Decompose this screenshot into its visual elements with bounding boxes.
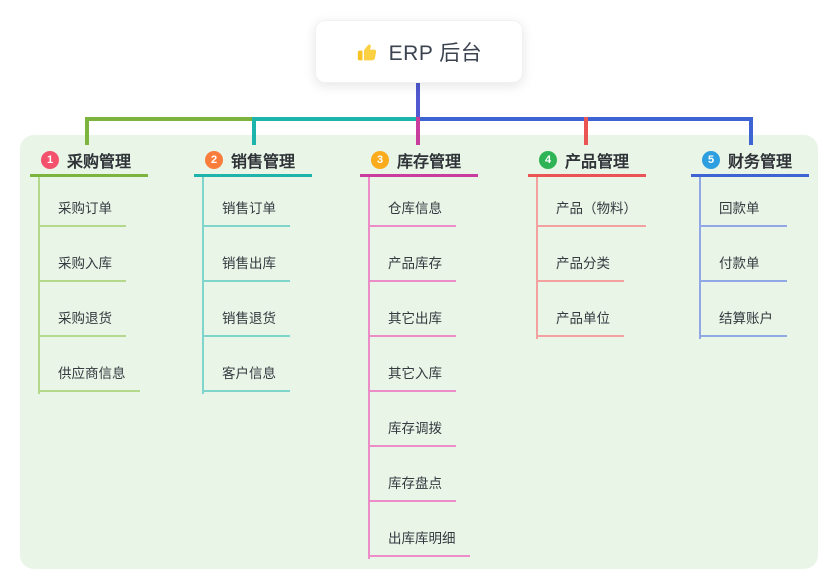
branch-sales: 2 销售管理 销售订单 销售出库 销售退货 客户信息 (194, 145, 312, 394)
child-node[interactable]: 出库库明细 (368, 502, 478, 557)
bus-line-green (85, 117, 253, 121)
branch-children: 回款单 付款单 结算账户 (699, 177, 809, 337)
child-label: 付款单 (699, 252, 787, 282)
branch-trunk-line (699, 177, 701, 339)
branch-trunk-line (368, 177, 370, 559)
child-node[interactable]: 采购退货 (38, 282, 148, 337)
branch-header-sales[interactable]: 2 销售管理 (194, 145, 312, 177)
child-node[interactable]: 采购订单 (38, 177, 148, 227)
child-node[interactable]: 产品单位 (536, 282, 646, 337)
branch-inventory: 3 库存管理 仓库信息 产品库存 其它出库 其它入库 库存调拨 库存盘点 出库库… (360, 145, 478, 559)
branch-label: 销售管理 (231, 153, 296, 171)
child-label: 客户信息 (202, 362, 290, 392)
root-node[interactable]: ERP 后台 (315, 20, 523, 83)
bus-line-teal (252, 117, 418, 121)
branch-children: 产品（物料） 产品分类 产品单位 (536, 177, 646, 337)
branch-label: 采购管理 (67, 153, 132, 171)
branch-number-badge: 4 (539, 150, 557, 169)
branch-label: 产品管理 (565, 153, 630, 171)
drop-line-purchase (85, 117, 89, 145)
branches-panel (20, 135, 818, 569)
branch-purchase: 1 采购管理 采购订单 采购入库 采购退货 供应商信息 (30, 145, 148, 394)
child-label: 采购入库 (38, 252, 126, 282)
child-label: 销售出库 (202, 252, 290, 282)
child-label: 其它出库 (368, 307, 456, 337)
child-node[interactable]: 回款单 (699, 177, 809, 227)
drop-line-product (584, 117, 588, 145)
child-node[interactable]: 产品（物料） (536, 177, 646, 227)
child-node[interactable]: 库存盘点 (368, 447, 478, 502)
child-label: 产品库存 (368, 252, 456, 282)
child-node[interactable]: 销售退货 (202, 282, 312, 337)
child-label: 出库库明细 (368, 527, 470, 557)
root-connector-line (416, 83, 420, 120)
drop-line-finance (749, 117, 753, 145)
branch-children: 仓库信息 产品库存 其它出库 其它入库 库存调拨 库存盘点 出库库明细 (368, 177, 478, 557)
branch-header-purchase[interactable]: 1 采购管理 (30, 145, 148, 177)
child-label: 其它入库 (368, 362, 456, 392)
branch-trunk-line (202, 177, 204, 394)
branch-product: 4 产品管理 产品（物料） 产品分类 产品单位 (528, 145, 646, 339)
child-node[interactable]: 付款单 (699, 227, 809, 282)
branch-label: 财务管理 (728, 153, 793, 171)
child-node[interactable]: 仓库信息 (368, 177, 478, 227)
branch-number-badge: 3 (371, 150, 389, 169)
branch-number-badge: 5 (702, 150, 720, 169)
child-node[interactable]: 结算账户 (699, 282, 809, 337)
branch-finance: 5 财务管理 回款单 付款单 结算账户 (691, 145, 809, 339)
child-label: 采购退货 (38, 307, 126, 337)
branch-number-badge: 1 (41, 150, 59, 169)
child-label: 仓库信息 (368, 197, 456, 227)
child-node[interactable]: 客户信息 (202, 337, 312, 392)
child-label: 供应商信息 (38, 362, 140, 392)
child-label: 销售退货 (202, 307, 290, 337)
child-label: 产品（物料） (536, 197, 646, 227)
child-label: 结算账户 (699, 307, 787, 337)
child-label: 库存盘点 (368, 472, 456, 502)
child-node[interactable]: 库存调拨 (368, 392, 478, 447)
branch-trunk-line (536, 177, 538, 339)
branch-children: 销售订单 销售出库 销售退货 客户信息 (202, 177, 312, 392)
child-node[interactable]: 其它出库 (368, 282, 478, 337)
child-node[interactable]: 产品分类 (536, 227, 646, 282)
child-node[interactable]: 采购入库 (38, 227, 148, 282)
child-node[interactable]: 产品库存 (368, 227, 478, 282)
branch-trunk-line (38, 177, 40, 394)
child-label: 产品单位 (536, 307, 624, 337)
branch-header-product[interactable]: 4 产品管理 (528, 145, 646, 177)
branch-header-finance[interactable]: 5 财务管理 (691, 145, 809, 177)
child-node[interactable]: 供应商信息 (38, 337, 148, 392)
child-node[interactable]: 其它入库 (368, 337, 478, 392)
branch-header-inventory[interactable]: 3 库存管理 (360, 145, 478, 177)
thumbs-up-icon (357, 44, 376, 61)
child-label: 库存调拨 (368, 417, 456, 447)
root-title: ERP 后台 (388, 41, 483, 65)
child-node[interactable]: 销售订单 (202, 177, 312, 227)
child-label: 采购订单 (38, 197, 126, 227)
drop-line-sales (252, 117, 256, 145)
child-label: 产品分类 (536, 252, 624, 282)
drop-line-inventory (416, 117, 420, 145)
branch-children: 采购订单 采购入库 采购退货 供应商信息 (38, 177, 148, 392)
child-label: 回款单 (699, 197, 787, 227)
branch-number-badge: 2 (205, 150, 223, 169)
branch-label: 库存管理 (397, 153, 462, 171)
child-label: 销售订单 (202, 197, 290, 227)
child-node[interactable]: 销售出库 (202, 227, 312, 282)
